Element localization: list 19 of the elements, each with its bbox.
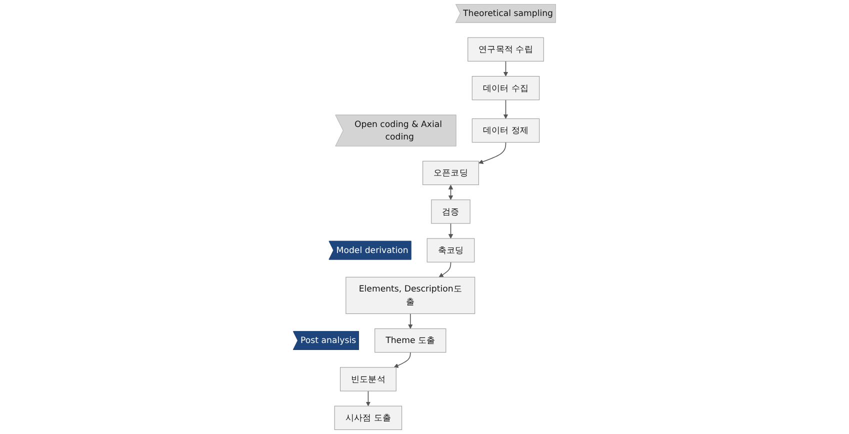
node-box: Elements, Description도출 <box>346 276 476 314</box>
node-box: 빈도분석 <box>340 367 396 392</box>
arrow <box>408 313 413 329</box>
arrow <box>503 60 508 76</box>
node-box: 데이터 수집 <box>472 76 540 100</box>
node-box: Theme 도출 <box>374 328 446 353</box>
arrow <box>394 352 411 368</box>
arrow <box>503 100 508 119</box>
arrow <box>448 223 454 239</box>
node-box: 오픈코딩 <box>422 160 479 186</box>
arrow <box>478 142 506 164</box>
arrow <box>366 390 371 406</box>
node-box: 검증 <box>431 200 470 224</box>
node-box: 축코딩 <box>426 238 475 262</box>
node-box: 연구목적 수립 <box>468 37 544 62</box>
arrow <box>448 184 454 200</box>
node-box: 시사점 도출 <box>334 406 402 430</box>
arrow <box>438 262 452 278</box>
node-box: 데이터 정제 <box>472 118 540 143</box>
